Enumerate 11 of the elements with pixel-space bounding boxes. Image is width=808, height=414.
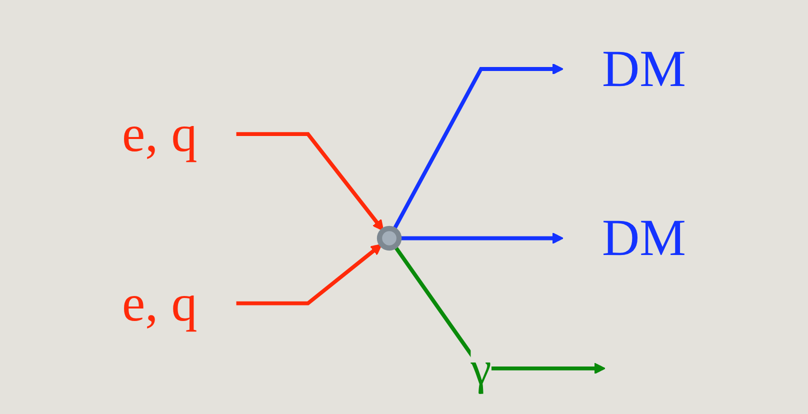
node-text: e, q bbox=[122, 104, 198, 163]
node-text: DM bbox=[602, 208, 686, 267]
arrow bbox=[236, 132, 384, 232]
edge-label: γ bbox=[470, 342, 492, 394]
arrow bbox=[236, 244, 382, 306]
node-text: DM bbox=[602, 39, 686, 98]
node-text: e, q bbox=[122, 273, 198, 332]
arrow bbox=[393, 245, 606, 374]
arrow bbox=[399, 232, 564, 244]
node-circle bbox=[376, 226, 402, 251]
arrow bbox=[392, 63, 564, 231]
